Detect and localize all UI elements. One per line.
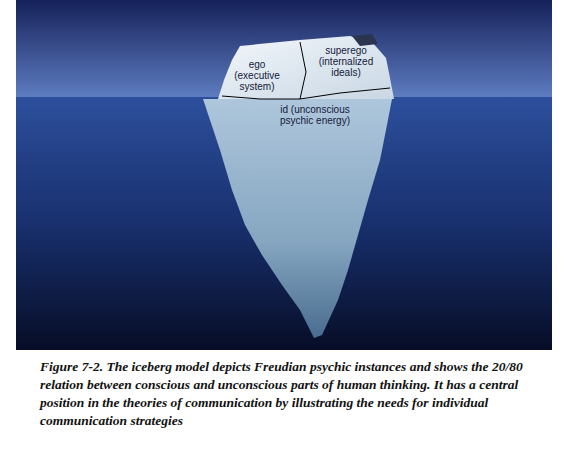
superego-label: superego (internalized ideals) (312, 45, 380, 78)
iceberg-tip (218, 36, 394, 99)
id-label: id (unconscious psychic energy) (270, 104, 360, 126)
iceberg-body (203, 99, 392, 338)
divider-line (300, 42, 306, 99)
ego-label: ego (executive system) (226, 59, 288, 92)
figure-caption: Figure 7-2. The iceberg model depicts Fr… (40, 358, 548, 430)
sea (16, 97, 552, 350)
divider-line (300, 88, 390, 99)
iceberg-shadow (352, 34, 378, 46)
divider-line (222, 96, 300, 99)
